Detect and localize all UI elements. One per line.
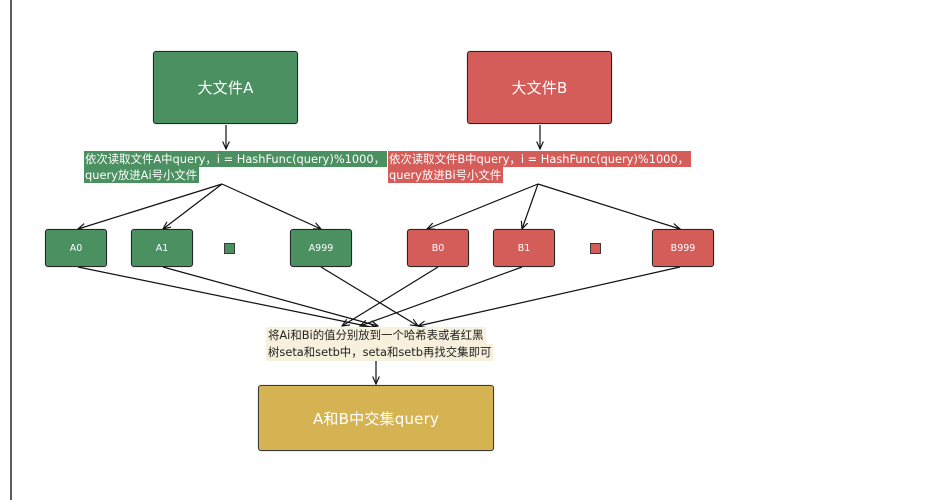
node-a1[interactable]: A1 (131, 229, 193, 267)
node-file-a[interactable]: 大文件A (153, 51, 298, 124)
node-b999-label: B999 (670, 242, 696, 254)
merge-label: 将Ai和Bi的值分别放到一个哈希表或者红黑 树seta和setb中，seta和s… (266, 327, 494, 361)
node-result-label: A和B中交集query (312, 409, 440, 428)
edge-split-b-to-b1 (522, 183, 539, 229)
edge-a1-to-merge (162, 266, 378, 326)
node-b1-label: B1 (517, 242, 531, 254)
edge-split-a-to-a1 (163, 183, 223, 229)
edge-b999-to-merge (418, 266, 681, 326)
edge-split-b-to-b0 (427, 183, 539, 229)
split-a-line1: 依次读取文件A中query，i = HashFunc(query)%1000， (84, 151, 388, 167)
node-a0-label: A0 (69, 242, 83, 254)
edge-split-b-to-b999 (537, 183, 680, 229)
node-b0[interactable]: B0 (407, 229, 469, 267)
split-b-label: 依次读取文件B中query，i = HashFunc(query)%1000， … (388, 151, 692, 183)
merge-line1: 将Ai和Bi的值分别放到一个哈希表或者红黑 (266, 327, 486, 344)
edge-split-a-to-a0 (78, 183, 223, 229)
node-a0[interactable]: A0 (45, 229, 107, 267)
ellipsis-b-marker (590, 243, 601, 254)
node-b999[interactable]: B999 (652, 229, 714, 267)
node-b0-label: B0 (431, 242, 445, 254)
split-b-line2: query放进Bi号小文件 (388, 167, 504, 183)
node-a999-label: A999 (308, 242, 334, 254)
split-a-label: 依次读取文件A中query，i = HashFunc(query)%1000， … (84, 151, 388, 183)
page-edge (10, 0, 12, 500)
merge-line2: 树seta和setb中，seta和setb再找交集即可 (266, 344, 494, 361)
split-a-line2: query放进Ai号小文件 (84, 167, 200, 183)
edge-split-a-to-a999 (221, 183, 321, 229)
node-file-b-label: 大文件B (511, 79, 568, 97)
edge-a999-to-merge (320, 266, 418, 326)
edge-b1-to-merge (360, 266, 523, 326)
node-a1-label: A1 (155, 242, 169, 254)
node-result[interactable]: A和B中交集query (258, 385, 494, 451)
edge-a0-to-merge (77, 266, 376, 328)
node-file-b[interactable]: 大文件B (467, 51, 612, 124)
node-file-a-label: 大文件A (197, 79, 254, 97)
ellipsis-a-marker (224, 243, 235, 254)
node-b1[interactable]: B1 (493, 229, 555, 267)
edge-b0-to-merge (342, 266, 439, 326)
split-b-line1: 依次读取文件B中query，i = HashFunc(query)%1000， (388, 151, 692, 167)
node-a999[interactable]: A999 (290, 229, 352, 267)
